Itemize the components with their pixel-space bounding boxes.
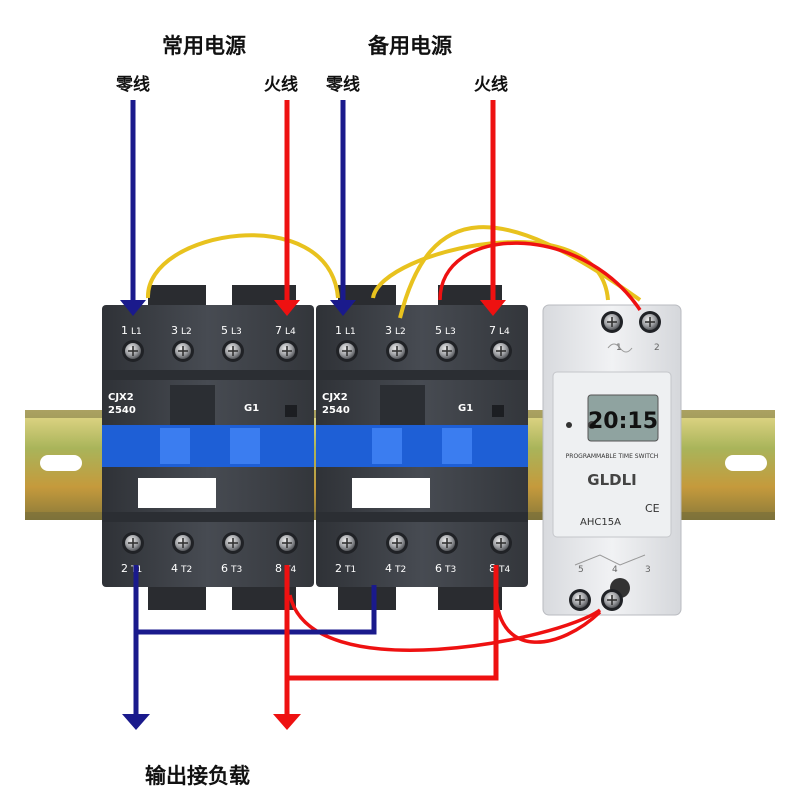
terminal-number: 4 bbox=[171, 562, 178, 575]
terminal-name: L4 bbox=[285, 327, 296, 337]
timer-top-term: 1 bbox=[616, 343, 622, 353]
time-switch bbox=[542, 304, 682, 616]
contactor-model: CJX2 bbox=[322, 392, 348, 403]
top-terminal-screw[interactable] bbox=[222, 340, 244, 362]
primary-live-label: 火线 bbox=[264, 75, 298, 95]
bottom-terminal-screw[interactable] bbox=[436, 532, 458, 554]
terminal-number: 4 bbox=[385, 562, 392, 575]
terminal-number: 2 bbox=[121, 562, 128, 575]
terminal-name: T2 bbox=[394, 565, 406, 575]
terminal-number: 2 bbox=[335, 562, 342, 575]
bottom-terminal-screw[interactable] bbox=[122, 532, 144, 554]
timer-display: 20:15 bbox=[588, 409, 658, 434]
bottom-terminal-screw[interactable] bbox=[336, 532, 358, 554]
terminal-number: 5 bbox=[221, 324, 228, 337]
terminal-number: 3 bbox=[171, 324, 178, 337]
terminal-number: 8 bbox=[275, 562, 282, 575]
live-wires bbox=[284, 100, 499, 718]
terminal-number: 7 bbox=[275, 324, 282, 337]
terminal-number: 1 bbox=[335, 324, 342, 337]
bottom-terminal-screw[interactable] bbox=[222, 532, 244, 554]
contactor-group: G1 bbox=[458, 403, 473, 414]
live-arrows bbox=[273, 300, 506, 730]
top-terminal-screw[interactable] bbox=[276, 340, 298, 362]
terminal-name: T3 bbox=[230, 565, 242, 575]
terminal-name: L3 bbox=[231, 327, 242, 337]
terminal-name: L1 bbox=[131, 327, 142, 337]
contactor-group: G1 bbox=[244, 403, 259, 414]
terminal-number: 6 bbox=[221, 562, 228, 575]
terminal-name: L2 bbox=[395, 327, 406, 337]
timer-ce-mark: CE bbox=[645, 502, 660, 515]
top-terminal-screw[interactable] bbox=[172, 340, 194, 362]
contactor-primary bbox=[102, 285, 314, 610]
bottom-terminal-screw[interactable] bbox=[386, 532, 408, 554]
terminal-name: L2 bbox=[181, 327, 192, 337]
terminal-name: L1 bbox=[345, 327, 356, 337]
terminal-number: 8 bbox=[489, 562, 496, 575]
timer-bottom-screw[interactable] bbox=[601, 589, 623, 611]
backup-live-label: 火线 bbox=[474, 75, 508, 95]
timer-bottom-term: 5 bbox=[578, 565, 584, 575]
bottom-terminal-screw[interactable] bbox=[490, 532, 512, 554]
top-terminal-screw[interactable] bbox=[122, 340, 144, 362]
timer-bottom-term: 3 bbox=[645, 565, 651, 575]
top-terminal-screw[interactable] bbox=[490, 340, 512, 362]
primary-power-label: 常用电源 bbox=[162, 34, 246, 58]
backup-power-label: 备用电源 bbox=[368, 34, 452, 58]
timer-caption: PROGRAMMABLE TIME SWITCH bbox=[566, 453, 659, 460]
terminal-number: 6 bbox=[435, 562, 442, 575]
timer-top-screw[interactable] bbox=[601, 311, 623, 333]
primary-neutral-label: 零线 bbox=[116, 75, 150, 95]
timer-model: AHC15A bbox=[580, 517, 621, 528]
terminal-name: T4 bbox=[284, 565, 296, 575]
terminal-name: T4 bbox=[498, 565, 510, 575]
timer-top-screw[interactable] bbox=[639, 311, 661, 333]
top-terminal-screw[interactable] bbox=[386, 340, 408, 362]
terminal-number: 7 bbox=[489, 324, 496, 337]
red-control-wires bbox=[288, 241, 642, 652]
terminal-number: 5 bbox=[435, 324, 442, 337]
terminal-name: T2 bbox=[180, 565, 192, 575]
terminal-number: 3 bbox=[385, 324, 392, 337]
contactor-model: CJX2 bbox=[108, 392, 134, 403]
contactor-code: 2540 bbox=[108, 405, 136, 416]
backup-neutral-label: 零线 bbox=[326, 75, 360, 95]
top-terminal-screw[interactable] bbox=[436, 340, 458, 362]
terminal-name: T1 bbox=[344, 565, 356, 575]
terminal-name: L4 bbox=[499, 327, 510, 337]
terminal-name: T3 bbox=[444, 565, 456, 575]
top-terminal-screw[interactable] bbox=[336, 340, 358, 362]
timer-top-term: 2 bbox=[654, 343, 660, 353]
terminal-number: 1 bbox=[121, 324, 128, 337]
timer-bottom-term: 4 bbox=[612, 565, 618, 575]
bottom-terminal-screw[interactable] bbox=[172, 532, 194, 554]
timer-bottom-screw[interactable] bbox=[569, 589, 591, 611]
output-load-label: 输出接负载 bbox=[145, 764, 250, 788]
terminal-name: L3 bbox=[445, 327, 456, 337]
neutral-wires bbox=[130, 100, 377, 718]
contactor-code: 2540 bbox=[322, 405, 350, 416]
neutral-arrows bbox=[120, 300, 356, 730]
contactor-backup bbox=[316, 285, 528, 610]
bottom-terminal-screw[interactable] bbox=[276, 532, 298, 554]
timer-brand: GLDLI bbox=[587, 471, 636, 489]
